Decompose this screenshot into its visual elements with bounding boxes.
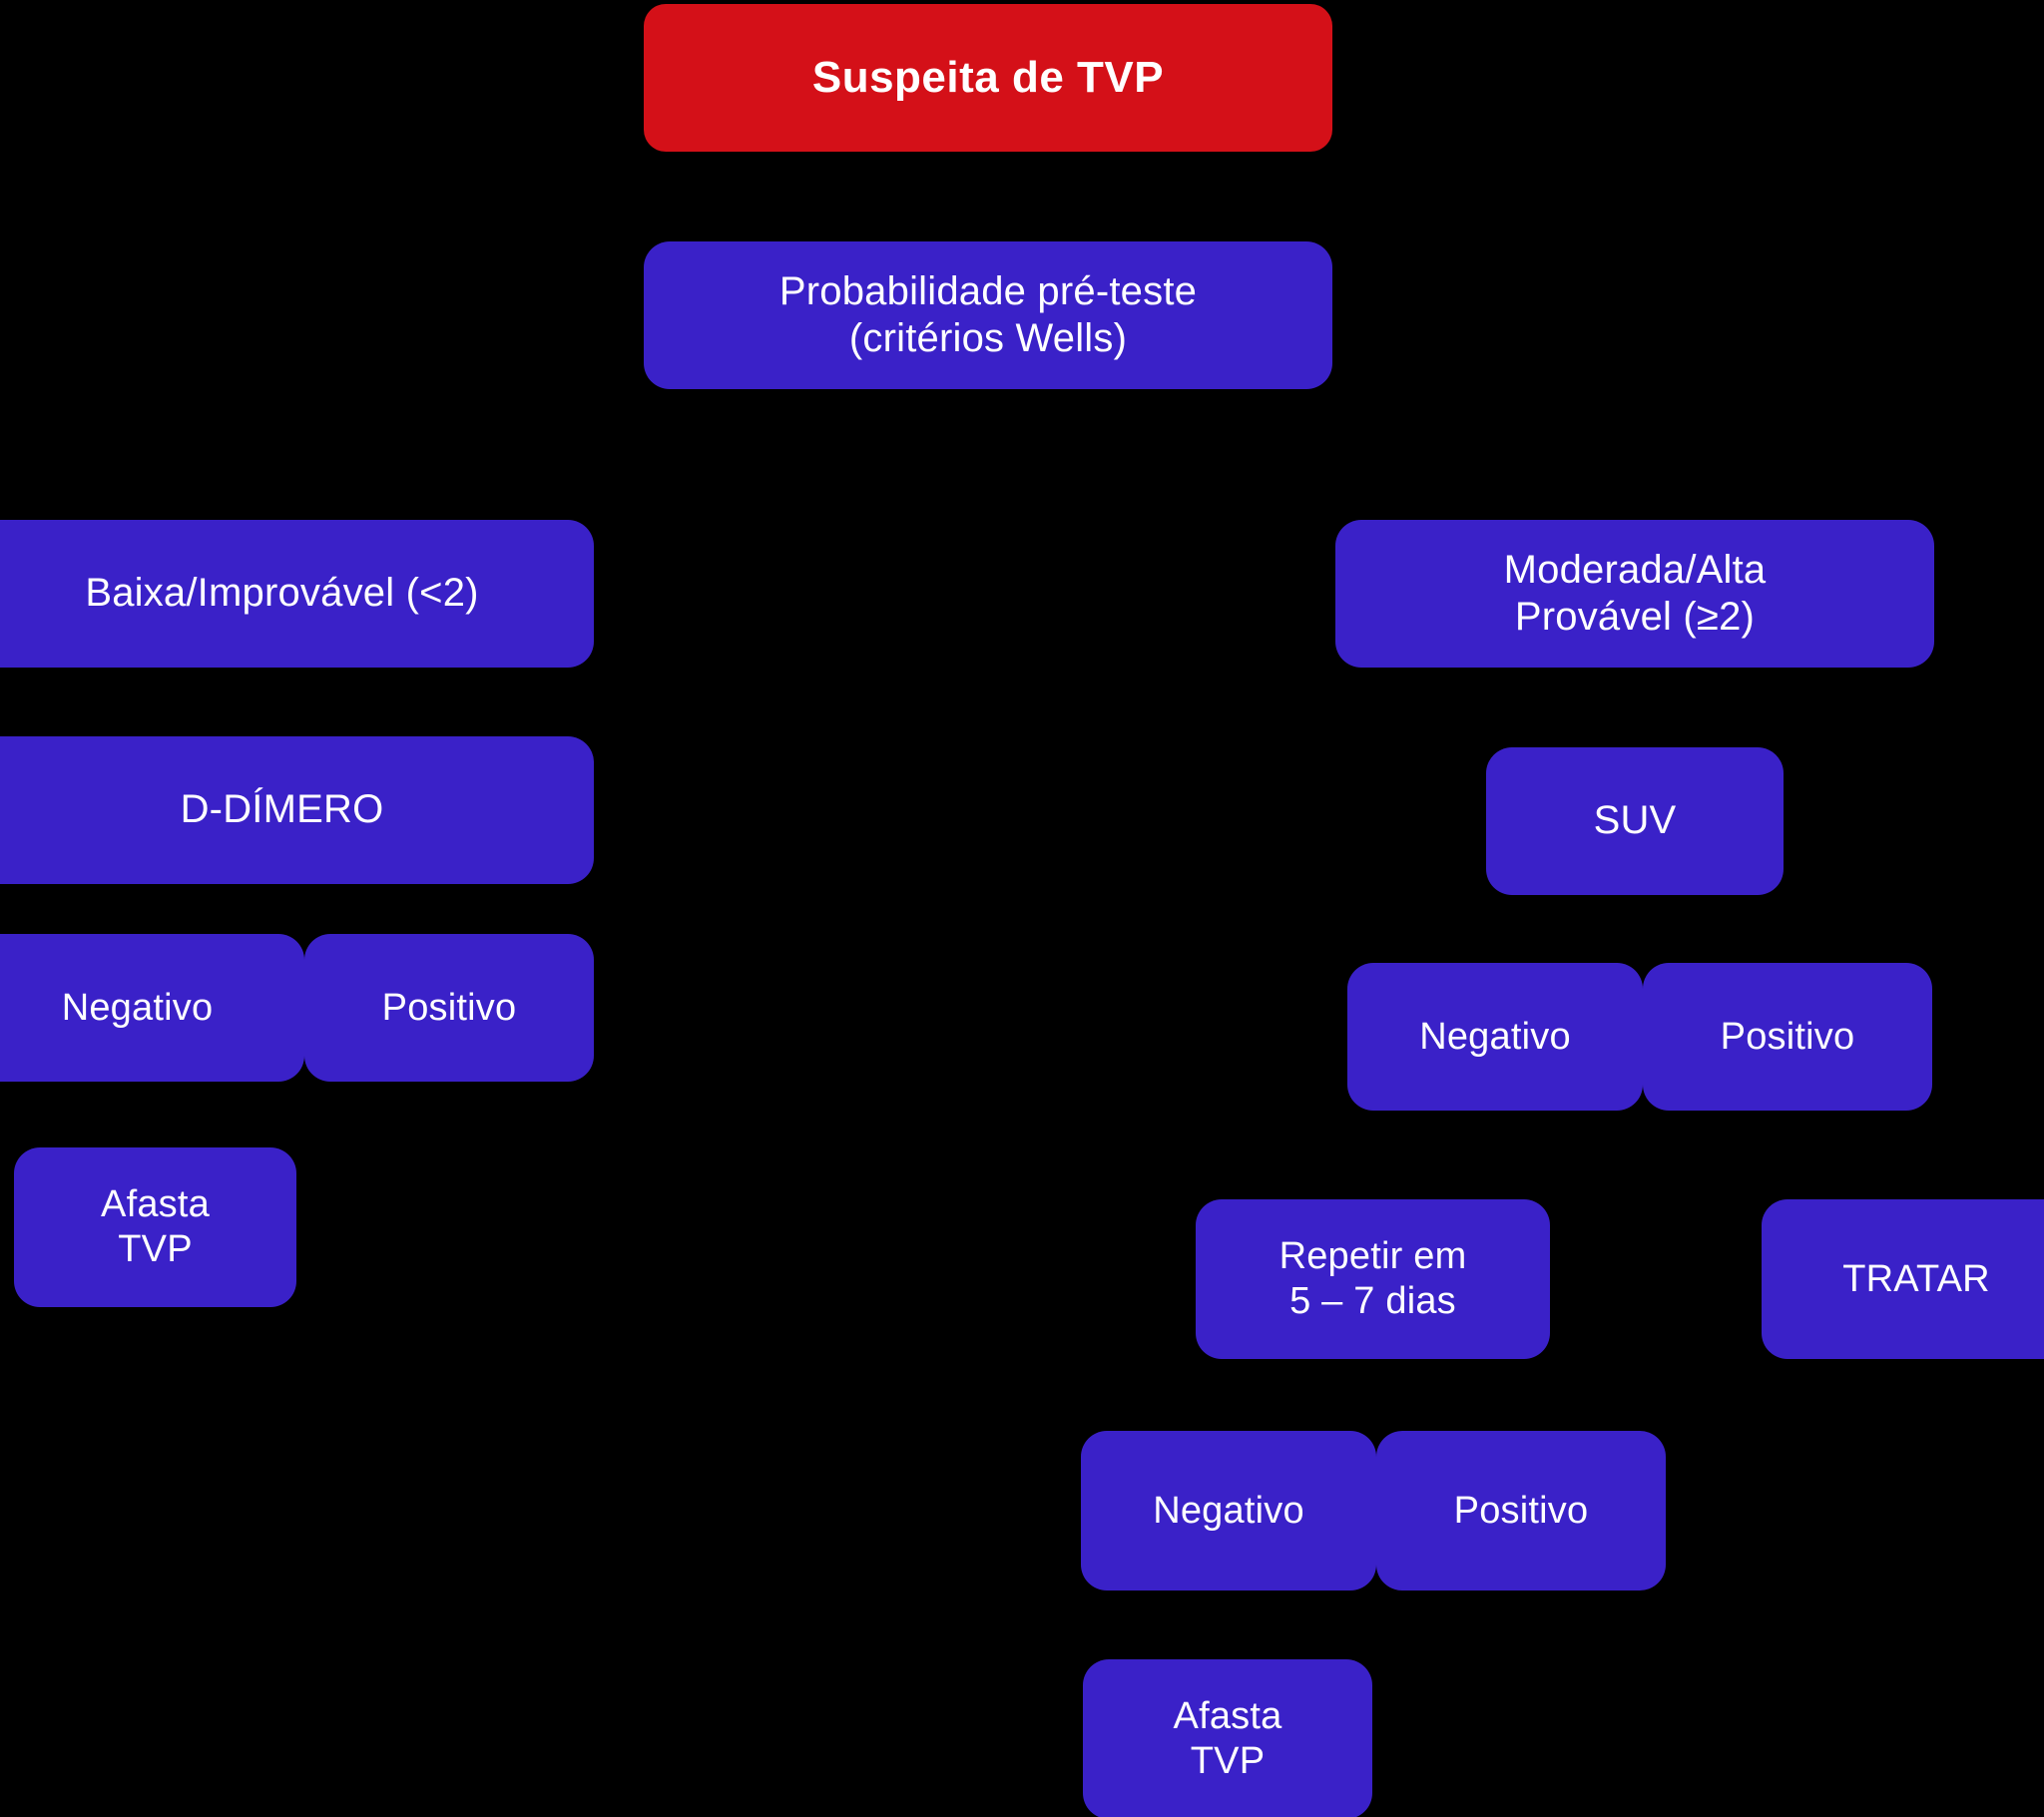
node-rep-negativo: Negativo	[1081, 1431, 1376, 1590]
node-repetir: Repetir em 5 – 7 dias	[1196, 1199, 1550, 1359]
node-rep-positivo: Positivo	[1376, 1431, 1666, 1590]
node-afasta-tvp-bottom: Afasta TVP	[1083, 1659, 1372, 1817]
node-dd-positivo: Positivo	[304, 934, 594, 1082]
node-high-prob: Moderada/Alta Provável (≥2)	[1335, 520, 1934, 668]
node-tratar: TRATAR	[1762, 1199, 2044, 1359]
node-root: Suspeita de TVP	[644, 4, 1332, 152]
node-low-prob: Baixa/Improvável (<2)	[0, 520, 594, 668]
node-pretest: Probabilidade pré-teste (critérios Wells…	[644, 241, 1332, 389]
node-dd-negativo: Negativo	[0, 934, 304, 1082]
node-suv-negativo: Negativo	[1347, 963, 1643, 1111]
node-suv: SUV	[1486, 747, 1784, 895]
node-afasta-tvp-left: Afasta TVP	[14, 1147, 296, 1307]
node-suv-positivo: Positivo	[1643, 963, 1932, 1111]
node-d-dimero: D-DÍMERO	[0, 736, 594, 884]
